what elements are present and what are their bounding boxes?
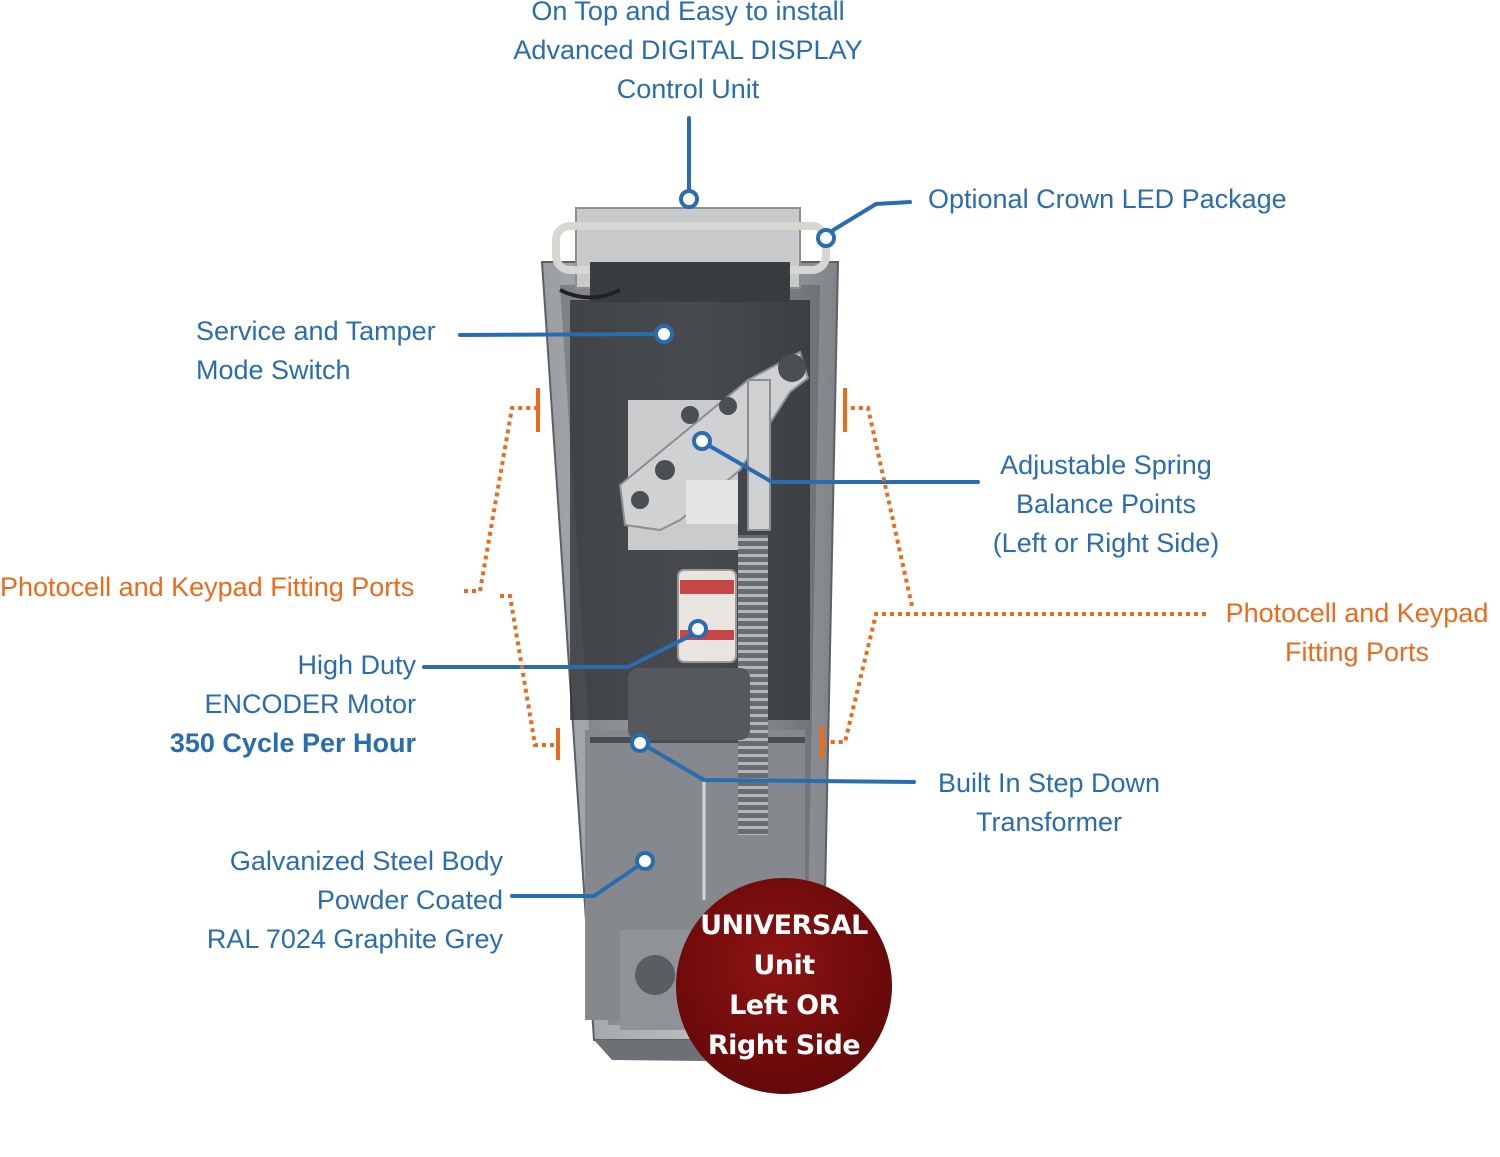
body-line-1: Galvanized Steel Body: [229, 846, 503, 876]
motor-label: High Duty ENCODER Motor 350 Cycle Per Ho…: [120, 646, 416, 763]
badge-line-4: Right Side: [707, 1030, 861, 1061]
motor-line-1: High Duty: [297, 650, 416, 680]
universal-badge: UNIVERSAL Unit Left OR Right Side: [676, 878, 892, 1094]
badge-line-1: UNIVERSAL: [700, 910, 868, 941]
crown-dot: [816, 228, 836, 248]
crown-led-label: Optional Crown LED Package: [928, 184, 1287, 214]
photocell-right-line-1: Photocell and Keypad: [1225, 598, 1489, 628]
top-dot: [679, 189, 699, 209]
photocell-right-label: Photocell and Keypad Fitting Ports: [1212, 594, 1500, 672]
motor-line-2: ENCODER Motor: [204, 689, 416, 719]
spring-label: Adjustable Spring Balance Points (Left o…: [956, 446, 1256, 563]
body-line-3: RAL 7024 Graphite Grey: [206, 924, 503, 954]
blue-callout-lines: [422, 116, 980, 898]
spring-leader: [706, 443, 980, 484]
body-dot: [635, 851, 655, 871]
transformer-line-2: Transformer: [975, 807, 1123, 837]
body-leader: [510, 864, 640, 898]
crown-leader: [828, 200, 912, 234]
badge-line-3: Left OR: [729, 990, 839, 1021]
right-port-line: [822, 406, 1206, 744]
encoder-motor: [628, 569, 750, 740]
service-switch-line-2: Mode Switch: [196, 355, 351, 385]
motor-dot: [688, 619, 708, 639]
transformer-label: Built In Step Down Transformer: [918, 764, 1180, 842]
spring-dot: [692, 431, 712, 451]
switch-leader: [458, 332, 660, 337]
control-unit-line-2: Advanced DIGITAL DISPLAY: [513, 35, 863, 65]
service-switch-label: Service and Tamper Mode Switch: [196, 312, 436, 390]
control-unit-label: On Top and Easy to install Advanced DIGI…: [478, 0, 898, 109]
blue-callout-dots: [630, 189, 836, 871]
spring-line-3: (Left or Right Side): [992, 528, 1220, 558]
spring-mechanism: [618, 350, 810, 835]
control-unit-line-3: Control Unit: [616, 74, 760, 104]
photocell-right-line-2: Fitting Ports: [1284, 637, 1430, 667]
service-switch-line-1: Service and Tamper: [196, 316, 436, 346]
badge-line-2: Unit: [753, 950, 815, 981]
control-unit-line-1: On Top and Easy to install: [531, 0, 845, 26]
body-line-2: Powder Coated: [316, 885, 503, 915]
control-unit: [552, 207, 830, 302]
transformer-dot: [630, 733, 650, 753]
switch-dot: [654, 324, 674, 344]
transformer-line-1: Built In Step Down: [937, 768, 1161, 798]
spring-line-1: Adjustable Spring: [1000, 450, 1212, 480]
transformer-leader: [644, 744, 916, 784]
photocell-left-label: Photocell and Keypad Fitting Ports: [0, 572, 415, 602]
photocell-port-lines: [464, 406, 1206, 747]
left-port-line: [464, 406, 556, 747]
spring-line-2: Balance Points: [1015, 489, 1197, 519]
motor-leader: [422, 633, 694, 669]
photocell-port-markers: [536, 388, 847, 760]
motor-cycle-rate: 350 Cycle Per Hour: [169, 728, 416, 758]
body-label: Galvanized Steel Body Powder Coated RAL …: [160, 842, 503, 959]
